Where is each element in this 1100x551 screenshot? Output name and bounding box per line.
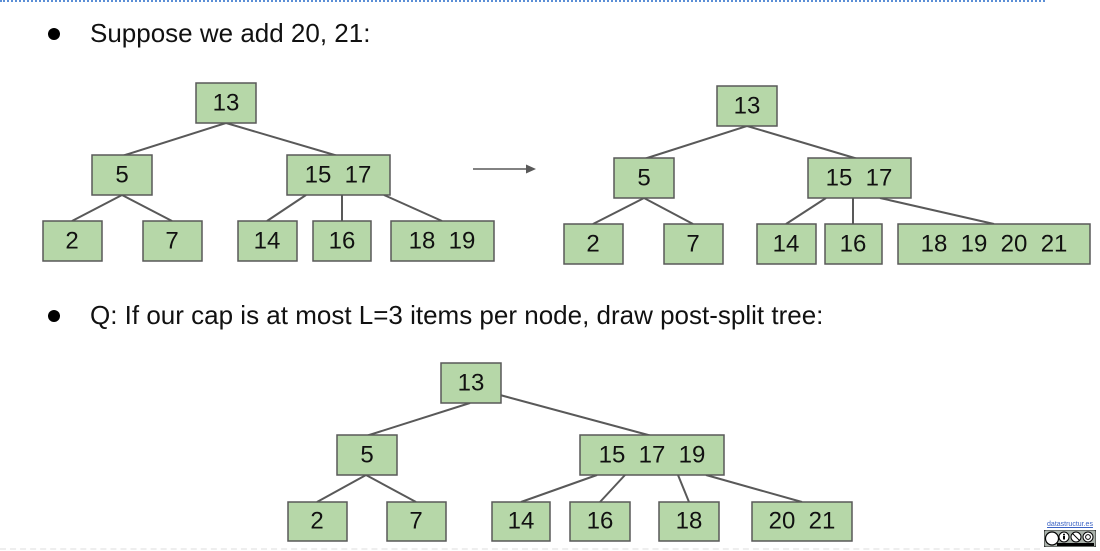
edge [225, 122, 339, 157]
tree-node: 18 19 20 21 [897, 223, 1091, 265]
tree-node: 13 [716, 85, 778, 127]
edge [365, 474, 417, 503]
node-label: 16 [587, 508, 614, 535]
node-label: 2 [65, 228, 78, 255]
after-add-tree: 13 5 15 17 2 7 14 16 18 19 20 21 [563, 85, 1091, 265]
tree-node: 5 [613, 157, 675, 199]
edge [592, 197, 645, 225]
node-label: 13 [458, 370, 485, 397]
node-label: 18 [676, 508, 703, 535]
edge [599, 474, 626, 503]
tree-node: 13 [440, 362, 502, 404]
edge [365, 402, 471, 437]
node-label: 16 [329, 228, 356, 255]
edge [520, 474, 598, 503]
edge [643, 125, 748, 160]
tree-node: 20 21 [751, 501, 853, 542]
tree-node: 2 [42, 220, 103, 262]
tree-node: 18 [658, 501, 720, 542]
node-label: 5 [360, 442, 373, 469]
tree-node: 14 [237, 220, 298, 262]
node-label: 14 [254, 228, 281, 255]
node-label: 2 [586, 231, 599, 258]
node-label: 16 [840, 231, 867, 258]
node-label: 2 [310, 508, 323, 535]
tree-node: 15 17 [286, 154, 391, 196]
license-badge[interactable]: datastructur.es [1042, 521, 1098, 549]
node-label: 5 [637, 165, 650, 192]
bullet-dot-icon [48, 309, 60, 322]
edge [71, 194, 123, 222]
tree-node: 15 17 19 [579, 434, 725, 476]
node-label: 20 21 [769, 508, 836, 535]
node-label: 14 [508, 508, 535, 535]
site-link[interactable]: datastructur.es [1047, 521, 1093, 528]
edge [266, 194, 307, 222]
tree-node: 5 [91, 154, 153, 196]
bullet-question: Q: If our cap is at most L=3 items per n… [48, 300, 823, 331]
edge [121, 122, 227, 157]
node-label: 18 19 20 21 [921, 231, 1068, 258]
tree-node: 2 [287, 501, 348, 542]
node-label: 15 17 [826, 165, 893, 192]
tree-node: 16 [569, 501, 631, 542]
cc-icon [1044, 531, 1060, 546]
cc-license-icon [1044, 530, 1096, 547]
tree-node: 7 [142, 220, 203, 262]
node-label: 13 [213, 90, 240, 117]
bullet-suppose: Suppose we add 20, 21: [48, 18, 370, 49]
bottom-dashed-rule [0, 548, 1040, 550]
sa-icon [1082, 531, 1094, 543]
edge [705, 474, 803, 503]
edge [383, 194, 443, 222]
edge [316, 474, 367, 503]
tree-node: 18 19 [390, 220, 495, 262]
tree-node: 7 [386, 501, 447, 542]
tree-node: 7 [663, 223, 724, 265]
edge [746, 125, 859, 160]
post-split-tree: 13 5 15 17 19 2 7 14 16 18 [287, 362, 853, 542]
edge [643, 197, 694, 225]
edge [121, 194, 173, 222]
right-arrow-icon [473, 164, 536, 174]
bullet-dot-icon [48, 27, 60, 40]
tree-node: 2 [563, 223, 624, 265]
edge [677, 474, 690, 503]
tree-node: 5 [336, 434, 398, 476]
bullet-text-question: Q: If our cap is at most L=3 items per n… [90, 300, 824, 330]
top-dotted-rule [0, 0, 1045, 2]
node-label: 7 [165, 228, 178, 255]
node-label: 5 [115, 162, 128, 189]
node-label: 13 [734, 93, 761, 120]
node-label: 7 [409, 508, 422, 535]
node-label: 15 17 [305, 162, 372, 189]
before-tree: 13 5 15 17 2 7 14 16 18 19 [42, 82, 495, 262]
node-label: 14 [773, 231, 800, 258]
tree-node: 16 [312, 220, 372, 262]
node-label: 18 19 [409, 228, 476, 255]
edge [785, 197, 827, 225]
tree-node: 15 17 [807, 157, 912, 199]
node-label: 15 17 19 [599, 442, 706, 469]
edge [879, 197, 995, 225]
tree-node: 16 [824, 223, 883, 265]
tree-node: 13 [195, 82, 257, 124]
tree-node: 14 [491, 501, 551, 542]
edge [499, 394, 653, 437]
bullet-text-suppose: Suppose we add 20, 21: [90, 18, 371, 48]
tree-node: 14 [756, 223, 817, 265]
node-label: 7 [686, 231, 699, 258]
